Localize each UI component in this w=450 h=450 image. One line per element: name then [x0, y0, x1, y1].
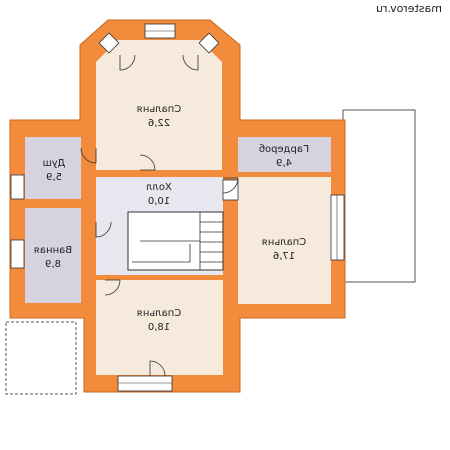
label-bedroom-bottom: Спальня 18,0: [137, 308, 182, 333]
room-name: Душ: [43, 158, 66, 169]
window-bathroom: [10, 239, 25, 269]
room-area: 4,9: [276, 158, 292, 169]
room-name: Спальня: [262, 237, 307, 248]
room-wardrobe: [238, 137, 331, 172]
label-bedroom-top: Спальня 22,6: [137, 104, 182, 129]
room-shower: [25, 137, 81, 199]
window-panes: [118, 30, 338, 384]
door-bedroom-bottom: [104, 279, 121, 296]
window-top-left: [98, 32, 120, 54]
room-area: 8,9: [45, 259, 61, 270]
room-name: Спальня: [137, 104, 182, 115]
stair-direction-arrow: [132, 244, 191, 263]
label-hall: Холл 10,0: [146, 182, 172, 207]
room-area: 10,0: [148, 196, 170, 207]
door-top-left-swing: [119, 54, 136, 71]
label-shower: Душ 5,9: [43, 158, 66, 183]
room-area: 18,0: [148, 322, 170, 333]
label-bathroom: Ванная 8,9: [34, 245, 72, 270]
room-area: 5,9: [46, 172, 62, 183]
room-name: Холл: [146, 182, 172, 193]
room-bedroom-bottom: [96, 280, 223, 375]
stair-treads: [140, 212, 223, 270]
door-wardrobe: [222, 177, 239, 194]
window-bottom: [117, 375, 173, 392]
window-shower: [10, 174, 25, 200]
terrace-right: [342, 109, 416, 283]
window-top-right: [198, 32, 220, 54]
label-wardrobe: Гардероб 4,9: [259, 144, 309, 169]
room-bedroom-right: [238, 177, 331, 304]
window-bedroom-right: [330, 194, 345, 261]
label-bedroom-right: Спальня 17,6: [262, 237, 307, 262]
room-bathroom: [25, 208, 81, 303]
door-bedroom-top: [139, 154, 156, 171]
room-name: Гардероб: [259, 144, 309, 155]
windows: [10, 23, 345, 392]
terrace-left: [5, 321, 77, 395]
door-top-right-swing: [182, 54, 199, 71]
room-name: Ванная: [34, 245, 72, 256]
window-hall-right: [222, 179, 239, 201]
door-shower: [80, 147, 97, 164]
door-swings: [80, 54, 239, 377]
room-area: 17,6: [273, 251, 295, 262]
door-bathroom: [95, 221, 112, 238]
room-name: Спальня: [137, 308, 182, 319]
door-bottom-entry: [149, 360, 166, 377]
room-bedroom-top: [96, 40, 222, 170]
room-area: 22,6: [148, 118, 170, 129]
